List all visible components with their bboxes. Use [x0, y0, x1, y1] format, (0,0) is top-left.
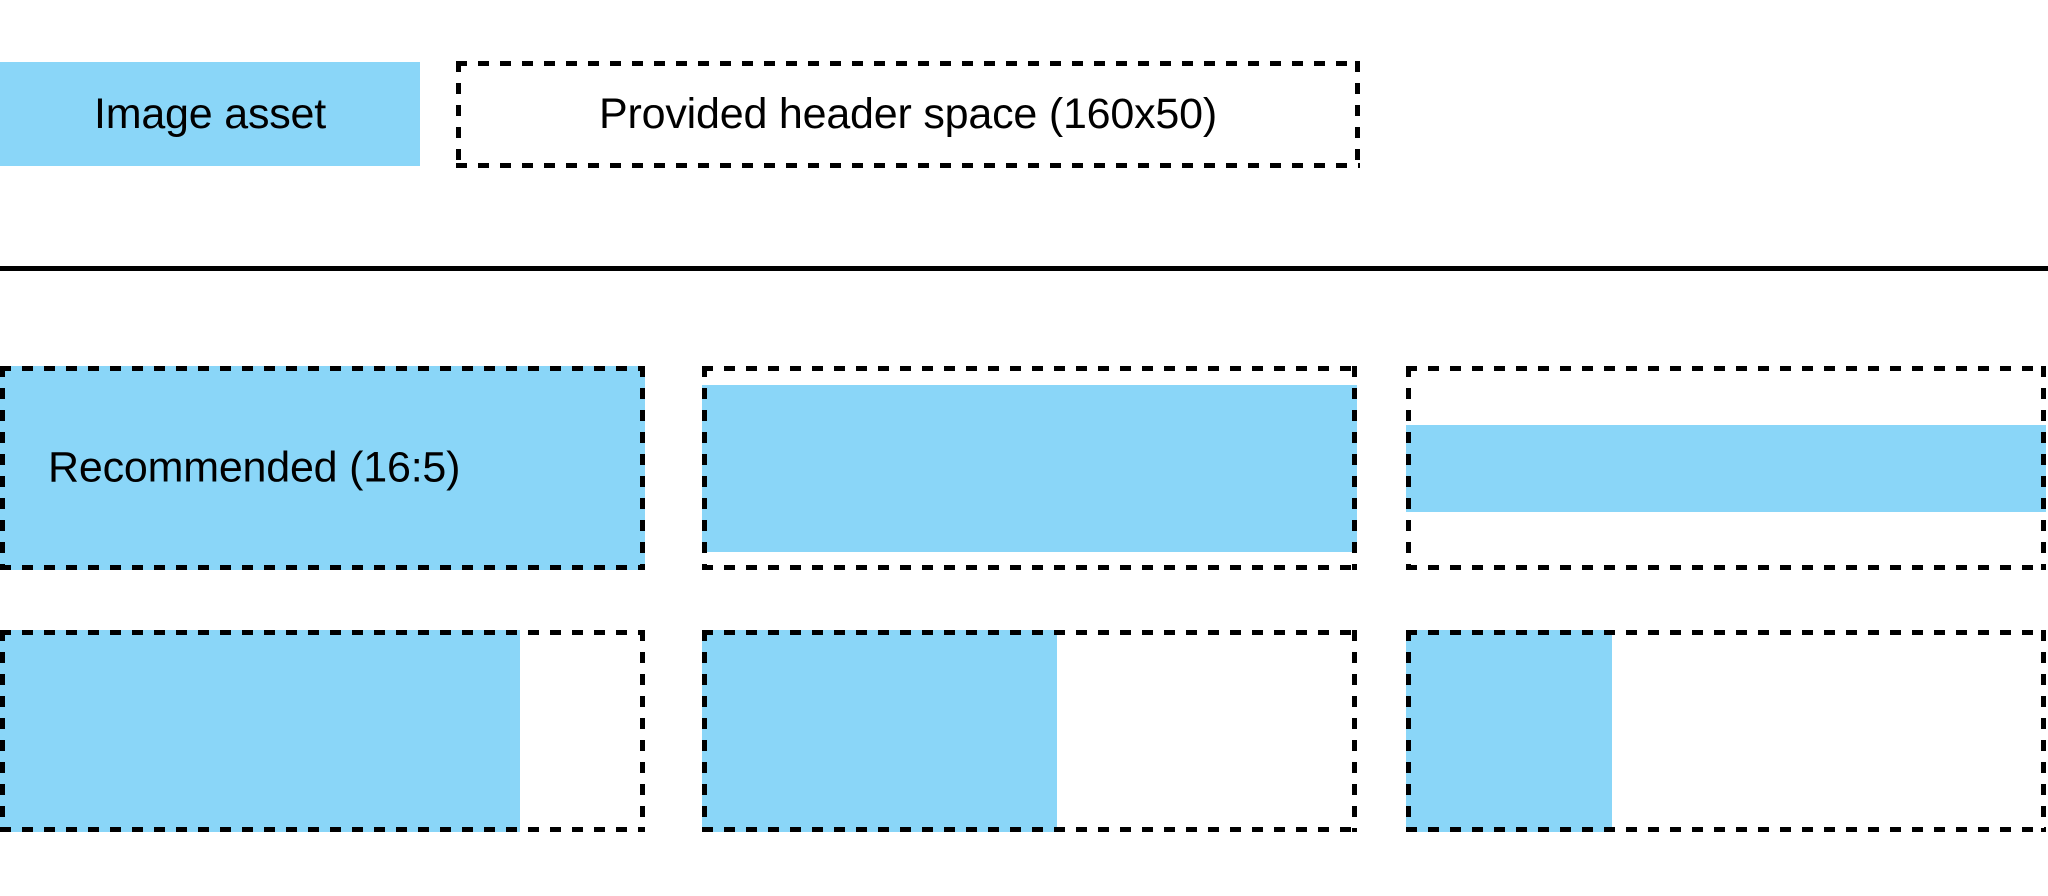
- ratio-cell-taller-asset: [702, 366, 1357, 570]
- ratio-cell-short-wide-asset: [1406, 366, 2046, 570]
- asset-fill: [0, 630, 520, 832]
- asset-fill: [702, 630, 1057, 832]
- asset-fill: [702, 385, 1357, 552]
- ratio-cell-narrow-partial-asset: [1406, 630, 2046, 832]
- recommended-ratio-label: Recommended (16:5): [48, 443, 461, 492]
- ratio-cell-recommended: Recommended (16:5): [0, 366, 645, 570]
- ratio-cell-wide-partial-asset: [0, 630, 645, 832]
- provided-header-space-label: Provided header space (160x50): [599, 90, 1217, 138]
- header-band: Image asset Provided header space (160x5…: [0, 0, 2048, 271]
- image-asset-swatch: Image asset: [0, 62, 420, 166]
- asset-fill: [1406, 425, 2046, 512]
- provided-header-space-box: Provided header space (160x50): [456, 61, 1360, 168]
- image-asset-label: Image asset: [93, 89, 327, 138]
- ratio-cell-medium-partial-asset: [702, 630, 1357, 832]
- asset-fill: [0, 366, 645, 570]
- asset-fill: [1406, 630, 1612, 832]
- section-divider: [0, 266, 2048, 271]
